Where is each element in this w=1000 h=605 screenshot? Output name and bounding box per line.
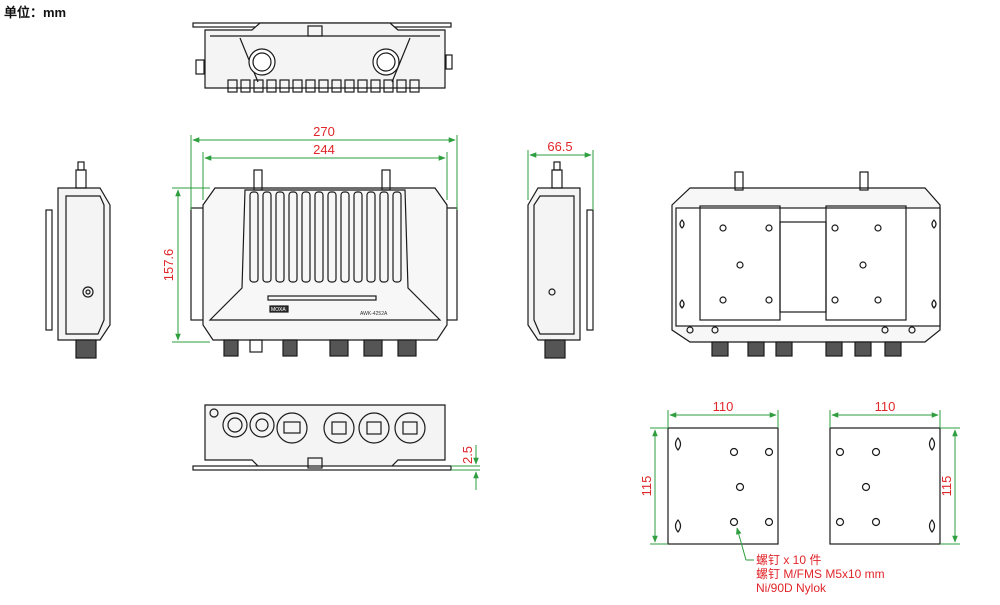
screw-note-line3: Ni/90D Nylok [756, 581, 827, 595]
screw-note: 螺钉 x 10 件 螺钉 M/FMS M5x10 mm Ni/90D Nylok [756, 553, 885, 595]
front-brand: MOXA [271, 307, 286, 313]
dim-body-width: 244 [313, 142, 335, 157]
unit-label: 单位：mm [4, 5, 67, 20]
antenna-slots [249, 191, 402, 283]
right-side-view [527, 161, 594, 359]
dim-plate-left-height: 115 [639, 476, 654, 497]
mounting-plate-right [829, 427, 941, 545]
mounting-plate-left [667, 427, 779, 545]
front-model: AWK-4252A [360, 311, 388, 317]
dim-plate-right-height: 115 [939, 476, 954, 497]
dim-plate-left-width: 110 [713, 399, 734, 414]
left-side-view [45, 161, 111, 359]
dim-plate-right-width: 110 [875, 399, 896, 414]
screw-note-line2: 螺钉 M/FMS M5x10 mm [756, 567, 885, 581]
screw-note-line1: 螺钉 x 10 件 [756, 553, 822, 567]
top-view [192, 22, 453, 93]
dimension-lines [172, 135, 960, 561]
dim-bracket-thickness: 2.5 [460, 446, 475, 464]
front-view [190, 169, 458, 357]
dim-total-width: 270 [313, 124, 335, 139]
dim-depth: 66.5 [547, 139, 572, 154]
bottom-view [192, 404, 452, 471]
back-view [671, 171, 941, 357]
top-view-connectors [227, 79, 420, 93]
dim-height: 157.6 [161, 249, 176, 282]
